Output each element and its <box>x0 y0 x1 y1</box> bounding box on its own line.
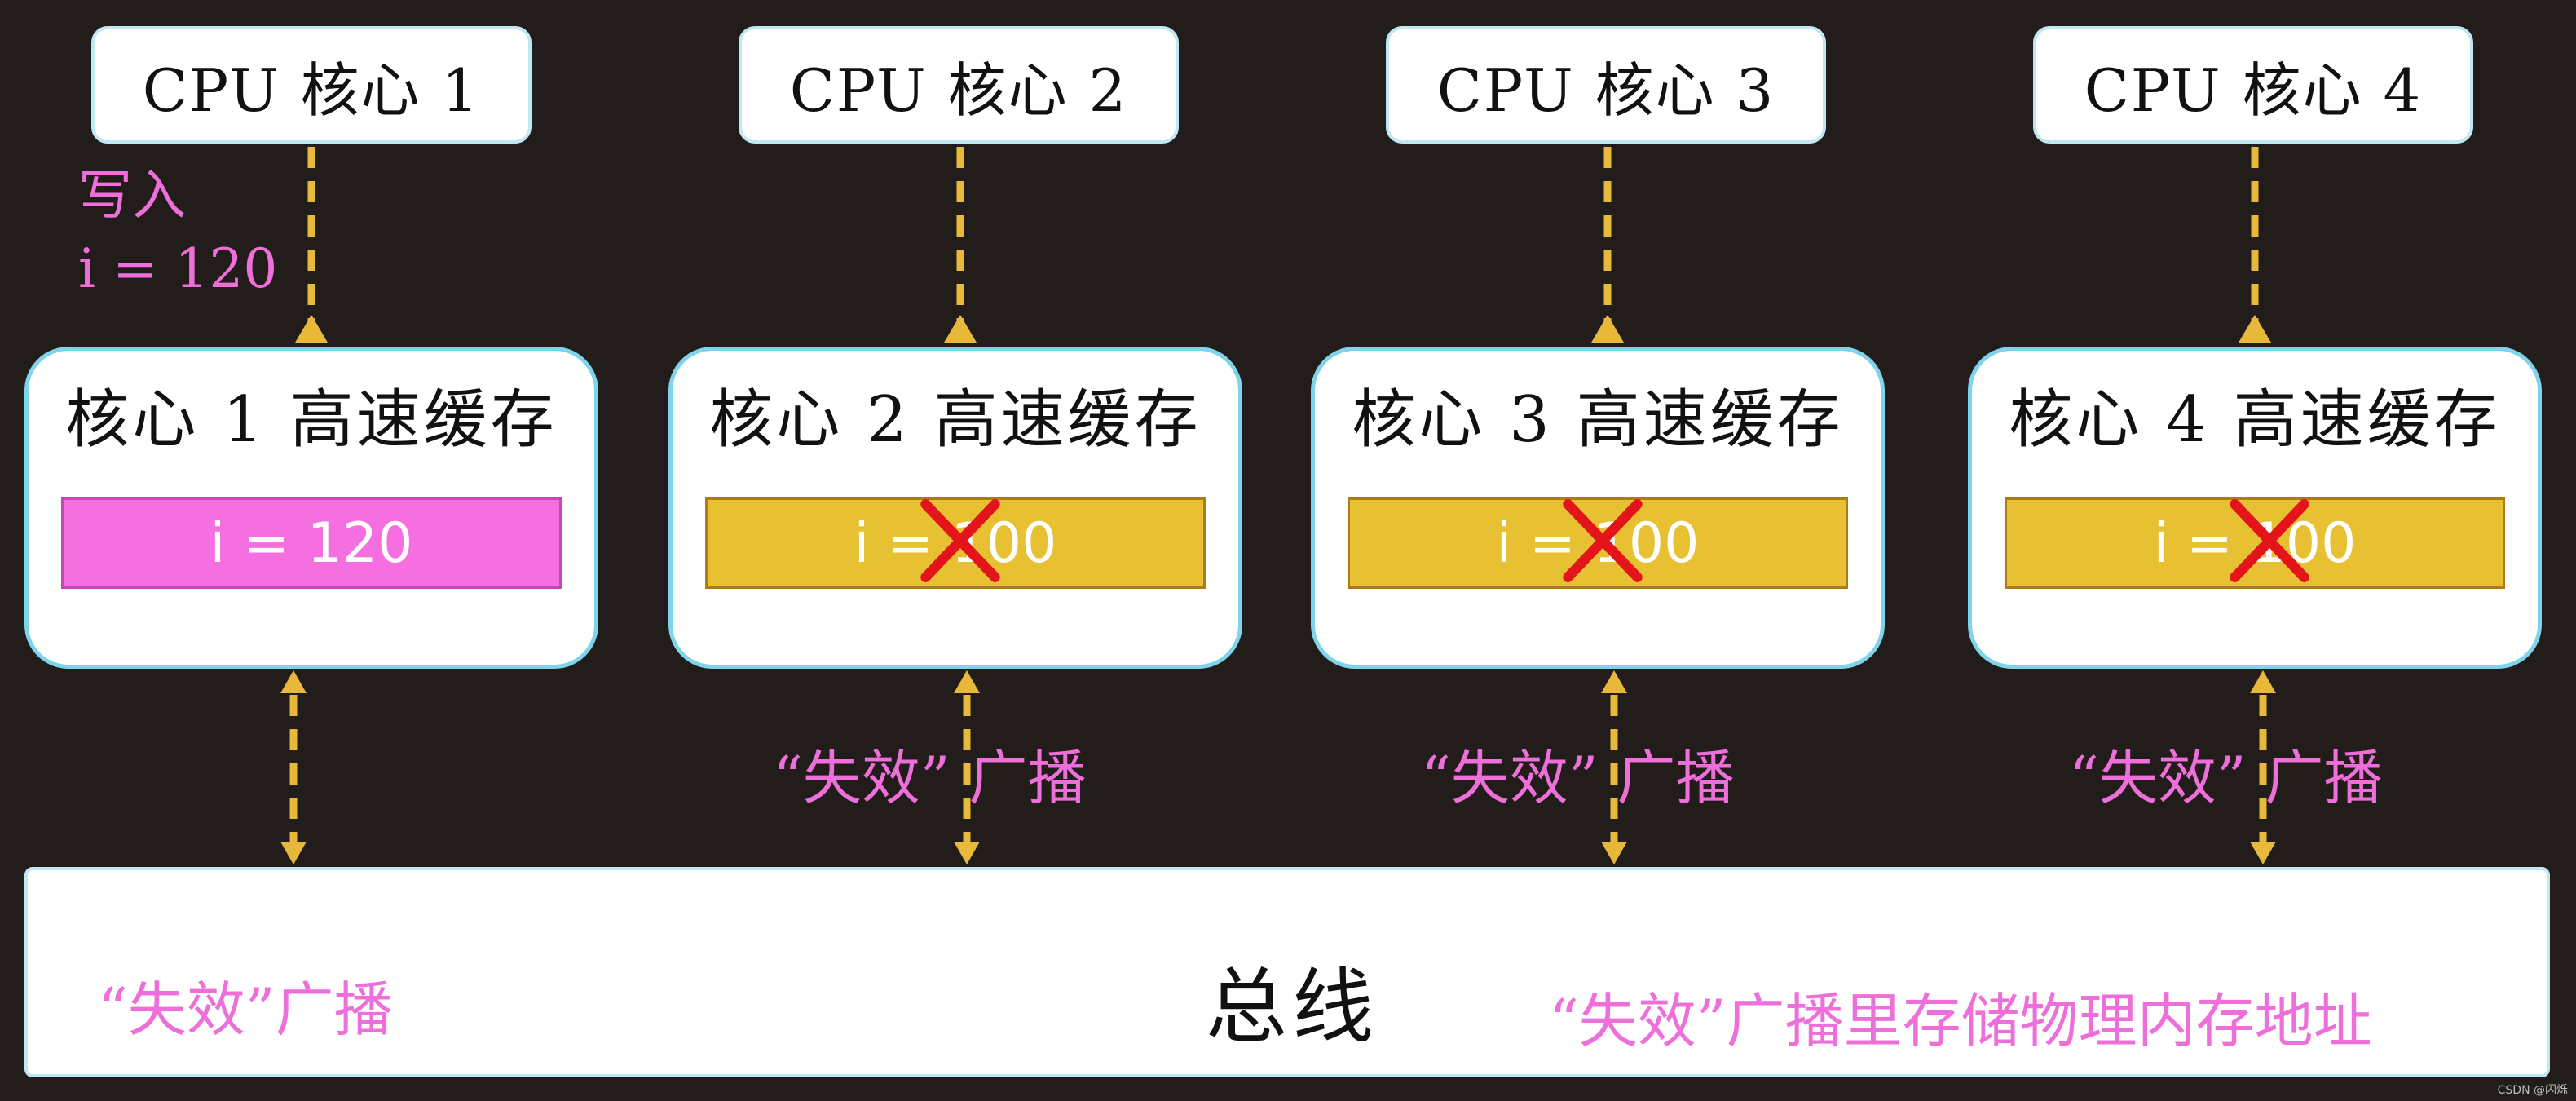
cpu-core-2-label: CPU 核心 2 <box>789 55 1128 125</box>
bus-address-note: “失效”广播里存储物理内存地址 <box>1549 987 2372 1055</box>
cache-core-3-title: 核心 3 高速缓存 <box>1352 383 1844 457</box>
cache-core-4-invalid-cross-icon <box>2230 499 2309 582</box>
cache-core-4-title: 核心 4 高速缓存 <box>2009 383 2501 457</box>
arrowhead-cache4-in <box>2239 315 2271 343</box>
cache-core-1: 核心 1 高速缓存 i = 120 <box>24 347 598 669</box>
arrowhead-cache1-up <box>280 670 307 693</box>
cache-core-1-value-bar: i = 120 <box>61 497 562 589</box>
cpu-core-4-label: CPU 核心 4 <box>2084 55 2423 125</box>
cache-core-3: 核心 3 高速缓存 i = 100 <box>1311 347 1885 669</box>
cache-core-4-value-bar: i = 100 <box>2005 497 2505 589</box>
cache-core-2-invalid-cross-icon <box>920 499 1000 582</box>
cache-core-2-value-bar: i = 100 <box>705 497 1206 589</box>
arrowhead-cache1-down <box>280 842 307 864</box>
cpu-core-3-box: CPU 核心 3 <box>1386 26 1826 144</box>
cpu-core-2-box: CPU 核心 2 <box>739 26 1179 144</box>
arrowhead-cache3-down <box>1601 842 1627 864</box>
cache-core-3-invalid-cross-icon <box>1563 499 1643 582</box>
arrowhead-cache2-down <box>954 842 980 864</box>
cache-core-3-value-bar: i = 100 <box>1348 497 1848 589</box>
arrowhead-cache4-up <box>2250 670 2276 693</box>
arrowhead-cache3-up <box>1601 670 1627 693</box>
arrowhead-cache1-in <box>295 315 328 343</box>
watermark: CSDN @闪烁 <box>2497 1084 2568 1097</box>
cpu-core-4-box: CPU 核心 4 <box>2033 26 2473 144</box>
cache-core-1-title: 核心 1 高速缓存 <box>65 383 558 457</box>
cpu-core-1-box: CPU 核心 1 <box>91 26 532 144</box>
bus-title: 总线 <box>1206 959 1378 1055</box>
cpu-core-3-label: CPU 核心 3 <box>1436 55 1775 125</box>
broadcast-label-core-4: “失效” 广播 <box>2069 744 2383 812</box>
arrowhead-cache4-down <box>2250 842 2276 864</box>
cache-core-2-title: 核心 2 高速缓存 <box>709 383 1202 457</box>
write-annotation: 写入 i = 120 <box>78 159 277 306</box>
write-annotation-value: i = 120 <box>78 237 278 300</box>
cache-core-1-value: i = 120 <box>210 511 413 576</box>
write-annotation-action: 写入 <box>78 164 186 227</box>
cpu-core-1-label: CPU 核心 1 <box>142 55 481 125</box>
cache-core-4: 核心 4 高速缓存 i = 100 <box>1968 347 2542 669</box>
bus: “失效”广播 总线 “失效”广播里存储物理内存地址 <box>24 867 2550 1077</box>
broadcast-label-core-3: “失效” 广播 <box>1421 744 1735 812</box>
arrowhead-cache2-in <box>944 315 977 343</box>
arrowhead-cache3-in <box>1591 315 1624 343</box>
arrowhead-cache2-up <box>954 670 980 693</box>
cache-core-2: 核心 2 高速缓存 i = 100 <box>668 347 1242 669</box>
bus-broadcast-note: “失效”广播 <box>98 975 393 1044</box>
broadcast-label-core-2: “失效” 广播 <box>773 744 1087 812</box>
